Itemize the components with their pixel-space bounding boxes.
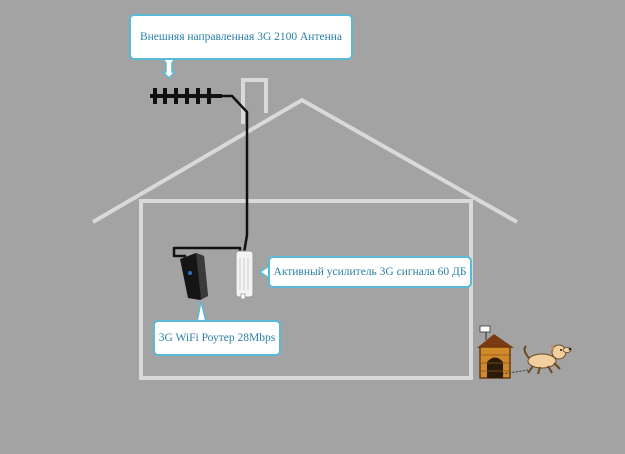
router-pointer	[196, 300, 207, 323]
booster-icon	[235, 250, 254, 300]
router-callout: 3G WiFi Роутер 28Mbps	[153, 320, 281, 356]
antenna-cable	[220, 94, 249, 254]
dog-icon	[523, 344, 572, 375]
antenna-callout: Внешняя направленная 3G 2100 Антенна	[129, 14, 353, 60]
router-label: 3G WiFi Роутер 28Mbps	[158, 332, 276, 344]
booster-callout: Активный усилитель 3G сигнала 60 ДБ	[268, 256, 472, 288]
antenna-pointer	[161, 58, 177, 80]
booster-label: Активный усилитель 3G сигнала 60 ДБ	[273, 266, 467, 278]
house-chimney	[241, 78, 268, 124]
cable	[172, 94, 249, 258]
house-walls	[139, 199, 473, 380]
router-icon	[180, 253, 208, 300]
router-cable	[172, 246, 242, 258]
house-outline	[91, 78, 518, 380]
antenna-label: Внешняя направленная 3G 2100 Антенна	[139, 31, 342, 43]
house-roof	[91, 97, 518, 224]
doghouse-icon	[477, 325, 529, 379]
antenna-icon	[150, 88, 222, 104]
